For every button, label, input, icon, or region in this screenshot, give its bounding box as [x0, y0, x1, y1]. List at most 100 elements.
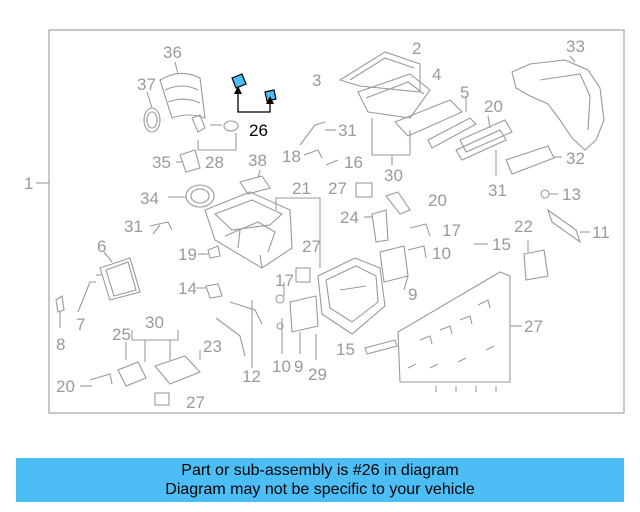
part-14	[205, 283, 223, 299]
part-31-left	[149, 221, 173, 231]
callout-5: 5	[460, 83, 469, 102]
callout-15a: 15	[492, 235, 511, 254]
part-26-icon-b	[264, 89, 277, 102]
part-27-upper	[355, 182, 373, 198]
callout-17a: 17	[442, 221, 461, 240]
callout-10a: 10	[432, 244, 451, 263]
callout-24: 24	[340, 208, 359, 227]
part-22	[523, 249, 549, 281]
callout-27c: 27	[524, 317, 543, 336]
callout-34: 34	[140, 189, 159, 208]
callout-14: 14	[178, 279, 197, 298]
callout-13: 13	[562, 185, 581, 204]
part-34-blower	[185, 184, 215, 208]
parts-diagram: 1 2 3 4 5 6 7 8 9 9 10 10 11 12 13 14 15…	[24, 29, 625, 414]
part-21-heater-unit	[204, 191, 293, 269]
part-33-harness	[511, 59, 605, 151]
part-25	[117, 361, 147, 387]
part-28-parts	[191, 114, 206, 133]
part-16	[325, 159, 339, 166]
callout-3: 3	[312, 71, 321, 90]
part-20-lower	[89, 373, 113, 385]
part-30-bracket	[371, 118, 411, 156]
callout-16: 16	[344, 153, 363, 172]
callout-31c: 31	[124, 217, 143, 236]
part-9-filter-right	[379, 245, 409, 283]
part-32	[505, 145, 555, 175]
part-11	[546, 208, 582, 244]
part-31-upper	[299, 121, 326, 146]
callout-8: 8	[56, 335, 65, 354]
part-27-lower	[154, 392, 170, 406]
part-5	[394, 99, 463, 137]
callout-23: 23	[203, 337, 222, 356]
part-17-mid	[295, 267, 311, 283]
part-19	[207, 245, 221, 259]
part-36-duct	[159, 72, 206, 119]
callout-26: 26	[249, 121, 268, 140]
callout-30a: 30	[384, 166, 403, 185]
part-17-right	[409, 223, 431, 237]
part-7-pipe	[77, 281, 96, 313]
callout-9a: 9	[408, 285, 417, 304]
evaporator-case	[317, 257, 386, 335]
callout-21: 21	[292, 179, 311, 198]
part-26-leader	[237, 92, 271, 113]
part-15-lower	[364, 339, 398, 355]
callout-4: 4	[432, 65, 441, 84]
part-26-highlight	[231, 73, 277, 113]
part-30-lower-bracket	[131, 330, 179, 341]
callout-38: 38	[248, 151, 267, 170]
part-26-icon-a	[231, 73, 247, 89]
callout-22: 22	[514, 217, 533, 236]
callout-11: 11	[592, 223, 610, 242]
callout-33: 33	[566, 37, 585, 56]
part-12	[229, 301, 263, 325]
callout-2: 2	[412, 39, 421, 58]
part-2-case	[338, 51, 421, 93]
part-35-bracket	[179, 149, 201, 173]
callout-17b: 17	[275, 271, 294, 290]
diagram-frame	[48, 29, 625, 414]
callout-19: 19	[178, 245, 197, 264]
info-banner: Part or sub-assembly is #26 in diagram D…	[16, 458, 624, 502]
part-20-upper	[385, 191, 411, 215]
callout-20b: 20	[428, 191, 447, 210]
callout-27a: 27	[328, 179, 347, 198]
callout-35: 35	[152, 153, 171, 172]
part-13	[540, 189, 550, 199]
callout-25: 25	[112, 325, 131, 344]
callout-15b: 15	[336, 340, 355, 359]
callout-20c: 20	[56, 377, 75, 396]
part-8	[55, 295, 65, 313]
callout-18: 18	[282, 147, 301, 166]
callout-20a: 20	[484, 97, 503, 116]
part-6-heater-core	[99, 257, 141, 301]
part-4-case	[357, 73, 431, 119]
callout-12: 12	[242, 367, 261, 386]
callout-37: 37	[137, 75, 156, 94]
callout-27b: 27	[302, 237, 321, 256]
banner-line-2: Diagram may not be specific to your vehi…	[165, 481, 475, 498]
callout-29: 29	[308, 365, 327, 384]
callout-27d: 27	[186, 393, 205, 412]
callout-10b: 10	[272, 357, 291, 376]
callout-1: 1	[24, 174, 33, 193]
callout-32: 32	[566, 149, 585, 168]
part-9-filter-mid	[289, 295, 319, 333]
part-31-right	[455, 129, 507, 161]
callout-31b: 31	[488, 181, 507, 200]
callout-30b: 30	[145, 313, 164, 332]
part-27-panel	[397, 271, 511, 383]
callout-36: 36	[163, 43, 182, 62]
part-23-duct	[154, 355, 201, 385]
banner-line-1: Part or sub-assembly is #26 in diagram	[181, 462, 459, 479]
callout-labels: 1 2 3 4 5 6 7 8 9 9 10 10 11 12 13 14 15…	[24, 37, 610, 412]
callout-7: 7	[76, 315, 85, 334]
callout-6: 6	[97, 237, 106, 256]
part-38	[239, 175, 271, 195]
callout-9b: 9	[294, 357, 303, 376]
callout-28: 28	[205, 153, 224, 172]
part-18	[303, 149, 323, 159]
part-24	[371, 209, 389, 243]
